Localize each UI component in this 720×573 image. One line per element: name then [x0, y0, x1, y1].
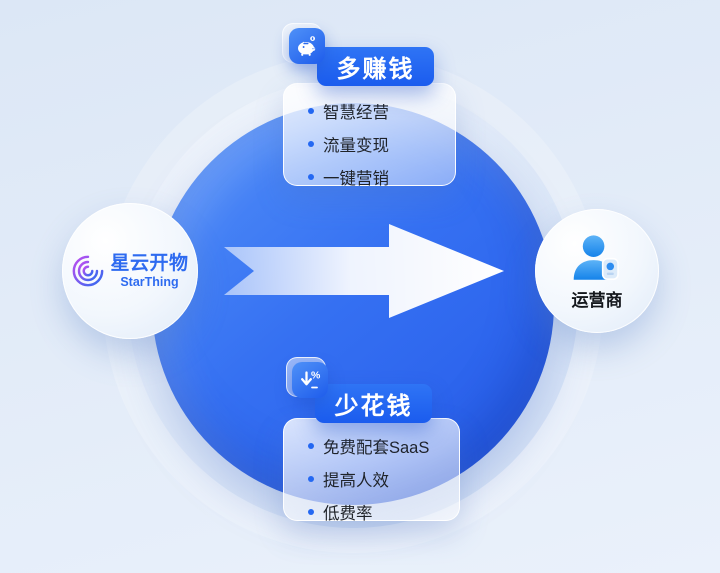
discount-badge: %	[292, 362, 328, 398]
starthing-node: 星云开物 StarThing	[62, 203, 198, 339]
list-item-label: 低费率	[323, 505, 373, 523]
operator-label: 运营商	[571, 290, 623, 310]
list-item-label: 智慧经营	[323, 104, 389, 122]
spend-less-card: 免费配套SaaS 提高人效 低费率	[283, 418, 460, 524]
bullet-dot	[308, 174, 314, 180]
list-item: 一键营销	[308, 165, 445, 189]
starthing-name: 星云开物	[110, 252, 189, 274]
list-item-label: 流量变现	[323, 137, 389, 155]
operator-person-icon	[573, 234, 619, 280]
bullet-dot	[308, 476, 314, 482]
starthing-logo: 星云开物 StarThing	[71, 253, 188, 289]
piggy-bank-icon	[298, 36, 316, 56]
bullet-dot	[308, 443, 314, 449]
svg-text:%: %	[311, 370, 321, 382]
bullet-dot	[308, 141, 314, 147]
list-item-label: 一键营销	[323, 170, 389, 188]
list-item-label: 提高人效	[323, 472, 389, 490]
discount-down-icon: %	[301, 370, 321, 389]
list-item: 低费率	[308, 500, 449, 524]
starthing-logo-texts: 星云开物 StarThing	[110, 253, 188, 289]
spend-less-list: 免费配套SaaS 提高人效 低费率	[284, 419, 459, 524]
bullet-dot	[308, 509, 314, 515]
flow-arrow	[224, 224, 504, 318]
list-item: 免费配套SaaS	[308, 434, 449, 458]
bullet-dot	[308, 108, 314, 114]
list-item: 智慧经营	[308, 99, 445, 123]
earn-more-title: 多赚钱	[317, 47, 434, 86]
piggy-bank-badge	[289, 28, 325, 64]
starthing-subtitle: StarThing	[120, 275, 179, 290]
list-item-label: 免费配套SaaS	[323, 439, 430, 457]
earn-more-card: 智慧经营 流量变现 一键营销	[283, 83, 456, 189]
list-item: 流量变现	[308, 132, 445, 156]
operator-node: 运营商	[535, 209, 659, 333]
starthing-swirl-logo-icon	[73, 255, 104, 287]
list-item: 提高人效	[308, 467, 449, 491]
spend-less-title: 少花钱	[315, 384, 432, 423]
earn-more-list: 智慧经营 流量变现 一键营销	[284, 84, 455, 189]
